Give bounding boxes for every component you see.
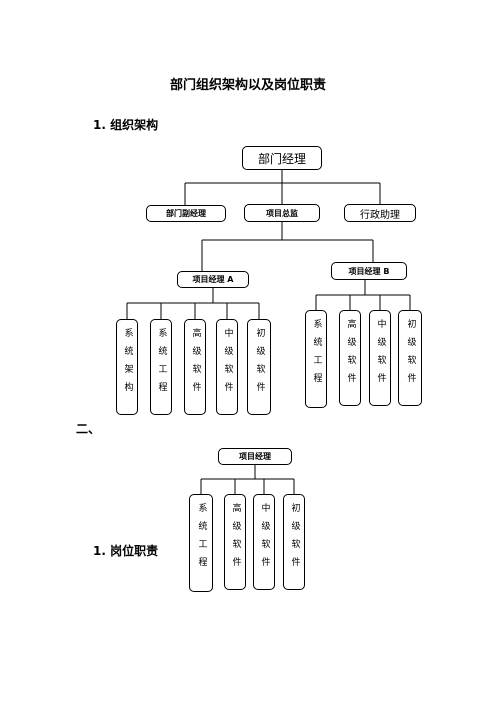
page-title: 部门组织架构以及岗位职责: [169, 78, 326, 93]
node-b-junior-software: 初级软件: [398, 310, 422, 406]
node-label: 系统架构: [122, 328, 133, 400]
node-label: 初级软件: [289, 503, 300, 575]
node-system-engineer: 系统工程: [189, 494, 213, 592]
node-label: 高级软件: [345, 319, 356, 391]
section-org-structure-heading: 1. 组织架构: [93, 118, 159, 132]
node-project-director: 项目总监: [244, 204, 320, 222]
node-label: 系统工程: [196, 503, 207, 575]
node-admin-assistant: 行政助理: [344, 204, 416, 222]
node-label: 初级软件: [405, 319, 416, 391]
node-b-mid-software: 中级软件: [369, 310, 391, 406]
node-pm-a: 项目经理 A: [177, 271, 249, 288]
node-label: 中级软件: [222, 328, 233, 400]
node-a-system-engineer: 系统工程: [150, 319, 172, 415]
node-mid-software: 中级软件: [253, 494, 275, 590]
node-dept-manager: 部门经理: [242, 146, 322, 170]
node-label: 系统工程: [156, 328, 167, 400]
node-deputy-manager: 部门副经理: [146, 205, 226, 222]
node-label: 高级软件: [230, 503, 241, 575]
node-label: 初级软件: [254, 328, 265, 400]
node-label: 系统工程: [311, 319, 322, 391]
section-duties-heading: 1. 岗位职责: [93, 544, 159, 558]
node-a-mid-software: 中级软件: [216, 319, 238, 415]
node-b-senior-software: 高级软件: [339, 310, 361, 406]
node-a-system-architect: 系统架构: [116, 319, 138, 415]
node-senior-software: 高级软件: [224, 494, 246, 590]
node-junior-software: 初级软件: [283, 494, 305, 590]
node-b-system-engineer: 系统工程: [305, 310, 327, 408]
node-pm: 项目经理: [218, 448, 292, 465]
section-two-heading: 二、: [76, 422, 101, 436]
node-label: 中级软件: [375, 319, 386, 391]
node-label: 高级软件: [190, 328, 201, 400]
node-a-junior-software: 初级软件: [247, 319, 271, 415]
node-label: 中级软件: [259, 503, 270, 575]
node-a-senior-software: 高级软件: [184, 319, 206, 415]
node-pm-b: 项目经理 B: [331, 262, 407, 280]
